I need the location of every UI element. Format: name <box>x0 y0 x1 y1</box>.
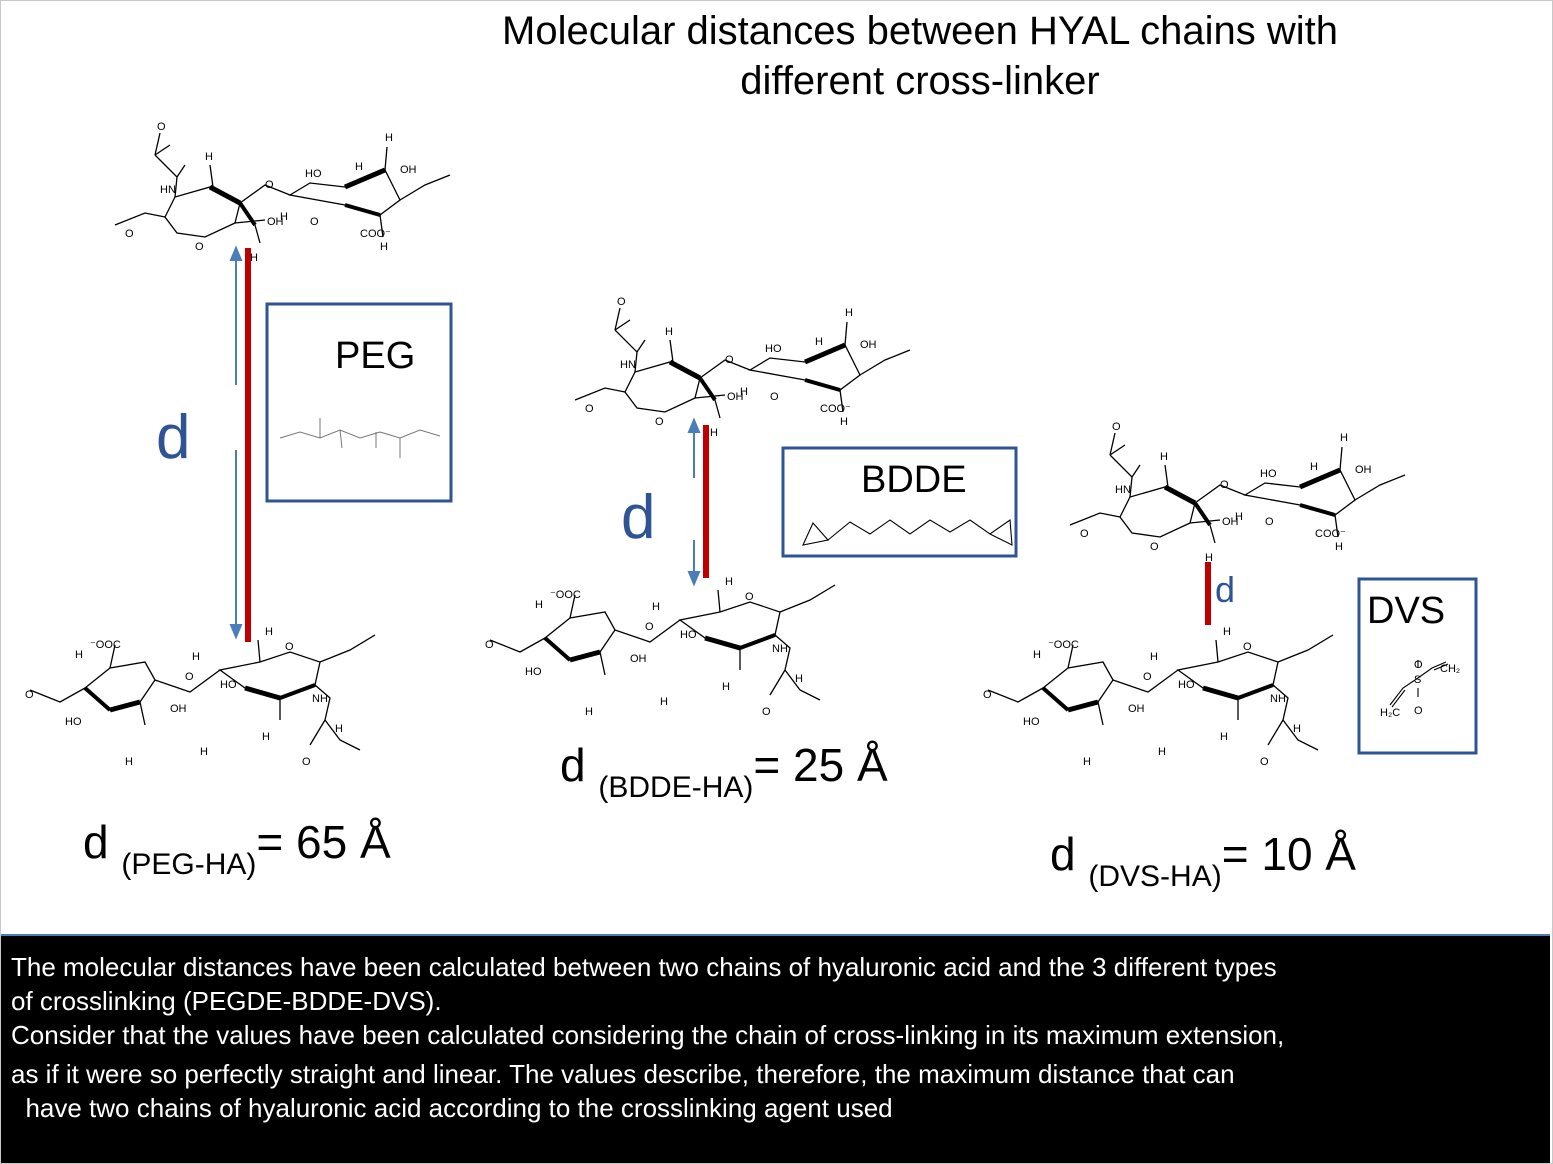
bdde-structure-box <box>781 446 1018 558</box>
peg-distance-result: d (PEG-HA)= 65 Å <box>83 815 391 881</box>
bdde-distance-arrow <box>687 417 701 587</box>
ha-chain-top-peg <box>115 121 450 264</box>
peg-structure <box>279 418 441 458</box>
dvs-distance-symbol: d <box>1215 569 1236 610</box>
bdde-label: BDDE <box>861 459 967 501</box>
svg-text:H₂C: H₂C <box>1380 707 1400 719</box>
slide-title: Molecular distances between HYAL chains … <box>400 6 1440 106</box>
bdde-distance-subscript: (BDDE-HA) <box>598 771 754 804</box>
caption-line-1: The molecular distances have been calcul… <box>11 952 1277 982</box>
peg-distance-subscript: (PEG-HA) <box>121 848 257 881</box>
dvs-distance-result: d (DVS-HA)= 10 Å <box>1050 827 1356 893</box>
dvs-distance-subscript: (DVS-HA) <box>1088 860 1222 893</box>
peg-distance-value: = 65 Å <box>256 816 391 868</box>
ha-chain-bottom-dvs <box>983 626 1333 768</box>
caption-box: The molecular distances have been calcul… <box>1 934 1550 1163</box>
dvs-structure <box>1389 660 1449 708</box>
title-line-1: Molecular distances between HYAL chains … <box>502 9 1338 53</box>
caption-line-4: as if it were so perfectly straight and … <box>11 1059 1235 1089</box>
caption-line-2: of crosslinking (PEGDE-BDDE-DVS). <box>11 986 442 1016</box>
ha-chain-bottom-peg <box>25 626 375 768</box>
peg-distance-arrow <box>229 245 243 640</box>
peg-label: PEG <box>335 335 416 377</box>
ha-chain-top-bdde <box>575 296 910 439</box>
svg-text:O: O <box>1414 659 1423 671</box>
bdde-distance-d: d <box>560 739 586 791</box>
bdde-distance-result: d (BDDE-HA)= 25 Å <box>560 738 888 804</box>
bdde-distance-value: = 25 Å <box>753 739 888 791</box>
dvs-distance-value: = 10 Å <box>1221 828 1356 880</box>
peg-distance-d: d <box>83 816 109 868</box>
bdde-structure <box>802 518 1013 546</box>
svg-text:CH₂: CH₂ <box>1440 663 1460 675</box>
ha-chain-bottom-bdde <box>485 576 835 718</box>
bdde-distance-symbol: d <box>621 483 656 552</box>
dvs-distance-d: d <box>1050 828 1076 880</box>
title-line-2: different cross-linker <box>740 59 1100 103</box>
peg-structure-box <box>265 302 453 503</box>
dvs-label: DVS <box>1367 590 1446 632</box>
peg-distance-symbol: d <box>156 403 191 472</box>
ha-chain-top-dvs <box>1070 421 1405 564</box>
svg-text:O: O <box>1414 705 1423 717</box>
caption-line-3: Consider that the values have been calcu… <box>11 1020 1285 1050</box>
svg-text:S: S <box>1414 674 1421 686</box>
dvs-structure-atoms: O S O H₂C CH₂ <box>1380 659 1460 719</box>
caption-line-5: have two chains of hyaluronic acid accor… <box>11 1093 893 1123</box>
diagram-canvas: O HN O H O OH HO O H OH COO⁻ H O H H H <box>0 0 1478 934</box>
